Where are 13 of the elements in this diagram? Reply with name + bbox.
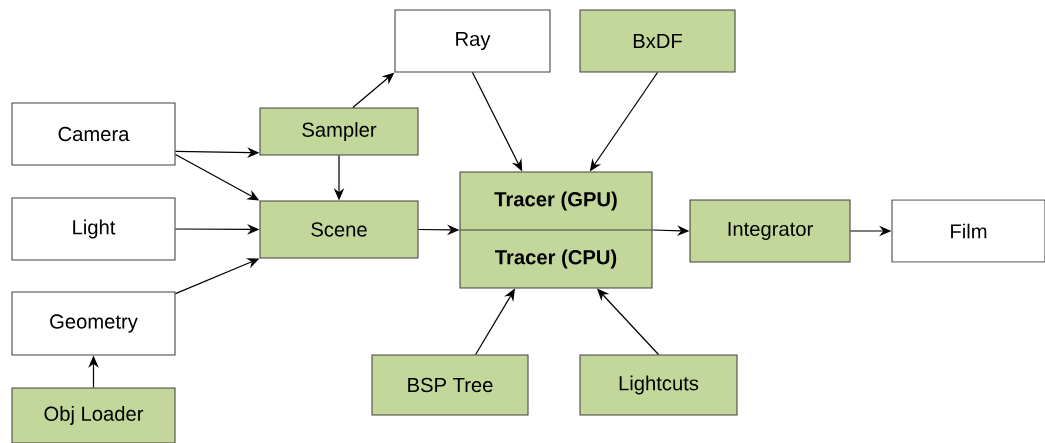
split-process-box: Tracer (GPU) Tracer (CPU) <box>459 171 653 289</box>
process-box: Obj Loader <box>11 387 176 443</box>
process-box: BSP Tree <box>371 354 529 416</box>
process-box: Geometry <box>11 291 176 356</box>
process-box: BxDF <box>579 9 736 73</box>
process-box: Camera <box>11 102 176 166</box>
process-box: Scene <box>259 200 419 259</box>
process-box: Sampler <box>259 107 419 156</box>
process-box: Film <box>891 199 1045 263</box>
process-box: Integrator <box>689 199 851 263</box>
process-box: Light <box>11 197 176 261</box>
process-box: Ray <box>394 9 551 73</box>
process-box: Lightcuts <box>579 354 738 416</box>
